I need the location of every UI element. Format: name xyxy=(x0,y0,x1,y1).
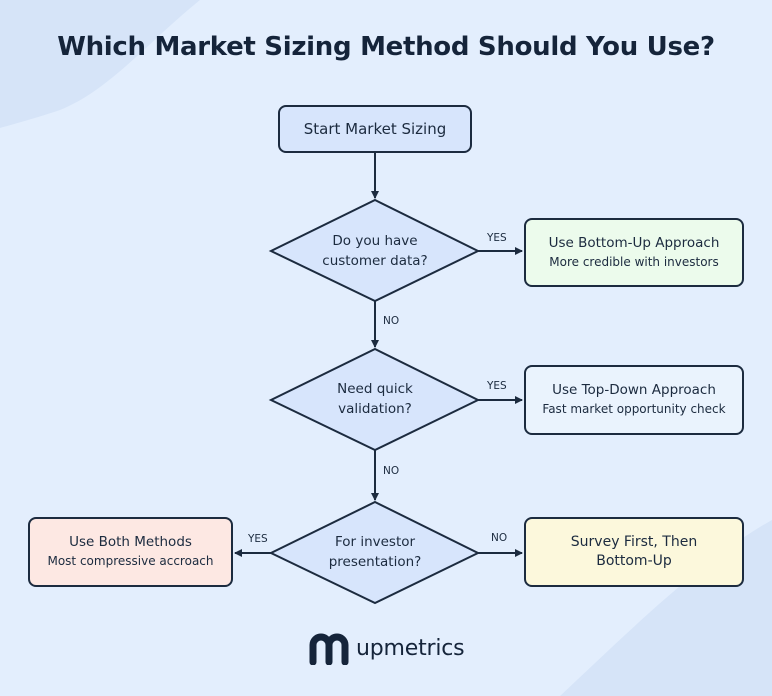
decision-quick-validation-line2: validation? xyxy=(338,401,412,417)
edge-label-q2-no: NO xyxy=(383,465,400,477)
page-title: Which Market Sizing Method Should You Us… xyxy=(57,32,715,62)
decision-customer-data-line1: Do you have xyxy=(332,233,418,249)
bg-blob-topleft xyxy=(0,0,200,128)
both-methods-title: Use Both Methods xyxy=(69,534,192,550)
both-methods-subtitle: Most compressive accroach xyxy=(47,554,214,568)
bottom-up-subtitle: More credible with investors xyxy=(549,254,719,269)
decision-customer-data-text: Do you have customer data? xyxy=(305,231,445,271)
both-methods-node: Use Both Methods Most compressive accroa… xyxy=(28,517,233,587)
edge-label-q3-yes: YES xyxy=(248,533,268,545)
edge-label-q1-yes: YES xyxy=(487,232,507,244)
upmetrics-logo-icon xyxy=(309,633,349,665)
top-down-title: Use Top-Down Approach xyxy=(552,382,716,398)
top-down-subtitle: Fast market opportunity check xyxy=(542,402,726,416)
edge-label-q3-no: NO xyxy=(491,532,508,544)
decision-investor-line2: presentation? xyxy=(328,554,422,570)
decision-investor-text: For investor presentation? xyxy=(305,532,445,572)
brand-logo: upmetrics xyxy=(308,628,465,668)
survey-node: Survey First, Then Bottom-Up xyxy=(524,517,744,587)
decision-quick-validation-text: Need quick validation? xyxy=(305,379,445,419)
decision-quick-validation-line1: Need quick xyxy=(337,381,413,397)
decision-investor-line1: For investor xyxy=(334,534,416,550)
brand-name: upmetrics xyxy=(356,635,465,661)
bottom-up-title: Use Bottom-Up Approach xyxy=(548,234,720,251)
bottom-up-node: Use Bottom-Up Approach More credible wit… xyxy=(524,218,744,287)
survey-line1: Survey First, Then xyxy=(570,534,698,550)
edge-label-q2-yes: YES xyxy=(487,380,507,392)
decision-customer-data-line2: customer data? xyxy=(322,253,428,269)
decision-diamond-investor xyxy=(268,500,481,605)
edge-label-q1-no: NO xyxy=(383,315,400,327)
start-node: Start Market Sizing xyxy=(278,105,472,153)
top-down-node: Use Top-Down Approach Fast market opport… xyxy=(524,365,744,435)
survey-line2: Bottom-Up xyxy=(596,553,672,569)
